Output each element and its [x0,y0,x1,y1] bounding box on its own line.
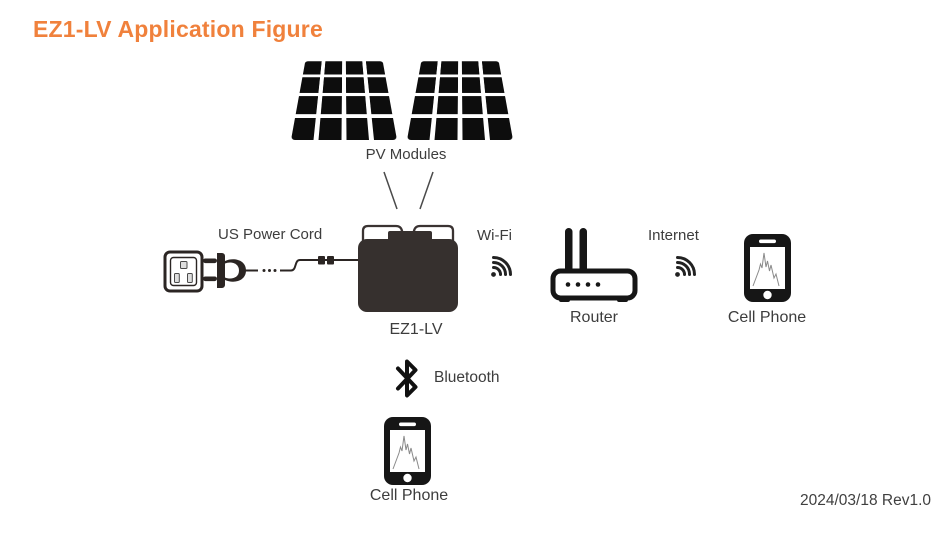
wifi-signal-icon [481,252,516,287]
router-icon [550,228,638,302]
internet-label: Internet [648,227,699,244]
pv-panel-right-icon [407,61,513,140]
pv-leader-lines [383,171,434,210]
microinverter-icon [358,224,458,312]
bluetooth-icon [396,359,418,398]
revision-date: 2024/03/18 Rev1.0 [800,492,931,509]
router-label: Router [569,309,619,326]
us-outlet-icon [163,250,204,293]
smartphone-icon [743,233,792,303]
inverter-label: EZ1-LV [389,321,443,338]
wifi-label: Wi-Fi [477,227,512,244]
smartphone-icon [383,416,432,486]
page-title: EZ1-LV Application Figure [33,16,323,42]
cell-phone-right-label: Cell Phone [727,309,807,326]
pv-panel-left-icon [291,61,397,140]
power-plug-icon [203,253,246,288]
pv-modules-label: PV Modules [365,146,447,163]
internet-signal-icon [665,252,700,287]
cell-phone-bottom-label: Cell Phone [369,487,449,504]
power-cord-line [245,256,358,272]
us-power-cord-label: US Power Cord [218,226,323,243]
bluetooth-label: Bluetooth [434,369,500,386]
